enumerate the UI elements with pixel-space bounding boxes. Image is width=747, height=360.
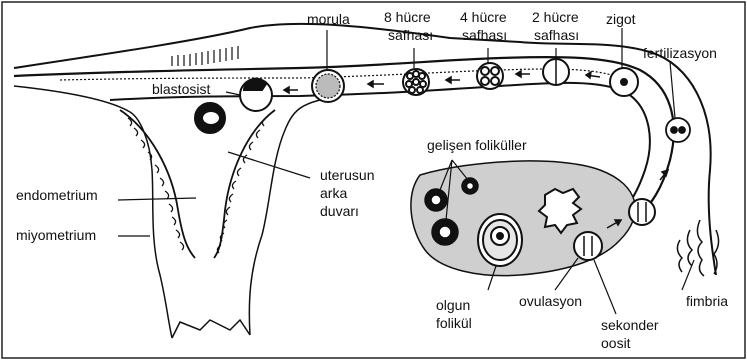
- label-gelisen-folikuller: gelişen foliküller: [427, 137, 527, 153]
- label-sekonder-line2: oosit: [601, 335, 631, 351]
- label-olgun-line2: folikül: [436, 315, 472, 331]
- secondary-oocyte: [574, 232, 602, 260]
- zygote: [610, 68, 638, 96]
- label-4-cell-line2: safhası: [462, 27, 507, 43]
- label-4-cell-line1: 4 hücre: [460, 9, 507, 25]
- label-sekonder-line1: sekonder: [601, 317, 659, 333]
- fertilization-cell: [666, 118, 690, 142]
- two-cell-stage: [543, 59, 569, 85]
- implanting-blastocyst: [195, 103, 225, 133]
- mature-follicle: [478, 214, 522, 266]
- label-olgun-line1: olgun: [436, 297, 470, 313]
- label-blastosist: blastosist: [152, 81, 210, 97]
- label-fertilizasyon: fertilizasyon: [643, 45, 717, 61]
- four-cell-stage: [477, 63, 503, 89]
- endometrium-glands-right: [217, 118, 266, 253]
- label-2-cell-line2: safhası: [534, 27, 579, 43]
- label-8-cell-line2: safhası: [388, 27, 433, 43]
- tube-glands: [172, 46, 238, 66]
- cavity-right-wall: [214, 110, 275, 258]
- label-8-cell-line1: 8 hücre: [384, 9, 431, 25]
- eight-cell-stage: [403, 69, 429, 95]
- uterus-right-wall: [249, 100, 320, 335]
- oocyte-in-tube: [629, 199, 655, 225]
- label-ovulasyon: ovulasyon: [519, 293, 582, 309]
- label-miyometrium: miyometrium: [16, 227, 96, 243]
- label-zigot: zigot: [606, 11, 636, 27]
- label-fimbria: fimbria: [686, 293, 728, 309]
- label-2-cell-line1: 2 hücre: [532, 9, 579, 25]
- label-uterus-line2: arka: [320, 185, 347, 201]
- label-uterus-line1: uterusun: [320, 167, 374, 183]
- label-endometrium: endometrium: [16, 187, 98, 203]
- endometrium-glands-left: [128, 118, 184, 250]
- label-uterus-line3: duvarı: [320, 203, 359, 219]
- morula-stage: [312, 70, 344, 102]
- label-morula: morula: [307, 11, 350, 27]
- blastocyst-stage: [240, 79, 272, 111]
